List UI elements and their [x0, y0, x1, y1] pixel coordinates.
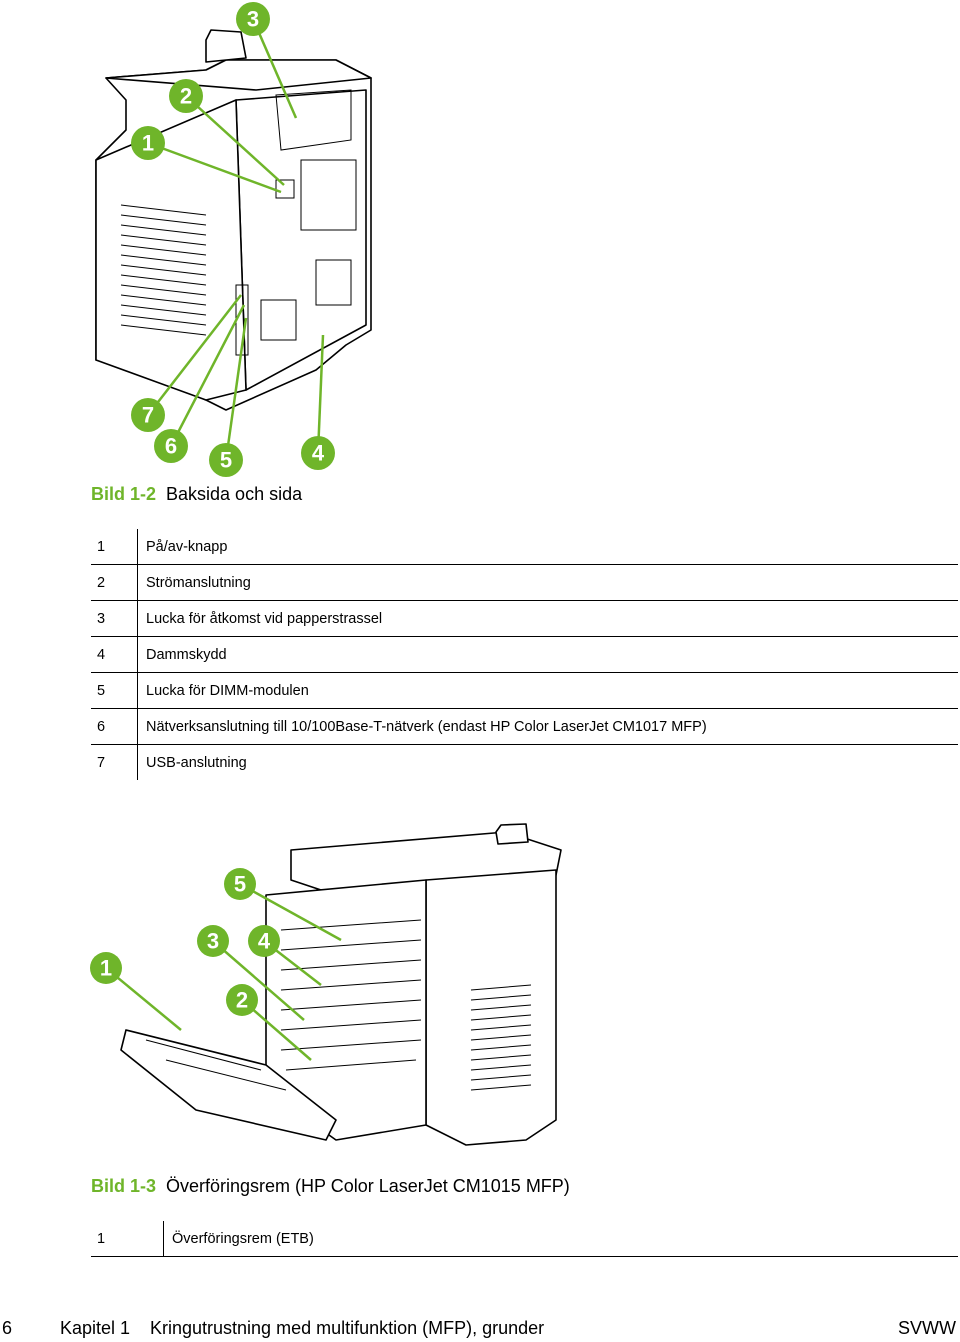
svg-text:4: 4 — [258, 929, 271, 954]
svg-text:2: 2 — [180, 84, 192, 109]
figure2-caption-label: Bild 1-3 — [91, 1176, 157, 1196]
legend-text: Dammskydd — [137, 636, 958, 673]
figure1-caption-label: Bild 1-2 — [91, 484, 157, 504]
figure1-caption: Bild 1-2 Baksida och sida — [91, 484, 302, 505]
svg-text:5: 5 — [234, 872, 246, 897]
svg-text:1: 1 — [142, 131, 154, 156]
callout-3: 3 — [197, 925, 229, 957]
legend-num: 6 — [91, 708, 138, 745]
callout-7: 7 — [131, 398, 165, 432]
legend-text: Strömanslutning — [137, 564, 958, 601]
page-number: 6 — [2, 1318, 13, 1338]
chapter-label: Kapitel 1 — [60, 1318, 131, 1338]
footer-right-label: SVWW — [898, 1318, 956, 1338]
legend-text: Lucka för åtkomst vid papperstrassel — [137, 600, 958, 637]
legend-text: Överföringsrem (ETB) — [163, 1221, 958, 1257]
svg-text:3: 3 — [247, 7, 259, 32]
chapter-title: Kringutrustning med multifunktion (MFP),… — [150, 1318, 545, 1338]
figure-rear-side-illustration: 1 2 3 4 5 6 7 — [95, 2, 372, 477]
legend-num: 1 — [91, 529, 138, 565]
svg-text:7: 7 — [142, 403, 154, 428]
callout-4: 4 — [301, 436, 335, 470]
svg-text:2: 2 — [236, 988, 248, 1013]
legend-num: 7 — [91, 744, 138, 780]
svg-text:1: 1 — [100, 956, 112, 981]
callout-1: 1 — [90, 952, 122, 984]
figure-transfer-belt-illustration: 1 2 3 4 5 — [90, 823, 562, 1146]
svg-text:6: 6 — [165, 434, 177, 459]
legend-text: På/av-knapp — [137, 529, 958, 565]
callout-4: 4 — [248, 925, 280, 957]
legend-num: 1 — [91, 1221, 164, 1257]
legend-num: 4 — [91, 636, 138, 673]
callout-3: 3 — [236, 2, 270, 36]
legend-num: 5 — [91, 672, 138, 709]
figure2-caption-text: Överföringsrem (HP Color LaserJet CM1015… — [166, 1176, 570, 1196]
legend-num: 3 — [91, 600, 138, 637]
svg-text:4: 4 — [312, 441, 325, 466]
svg-text:3: 3 — [207, 929, 219, 954]
legend-text: Lucka för DIMM-modulen — [137, 672, 958, 709]
callout-5: 5 — [209, 443, 243, 477]
callout-1: 1 — [131, 126, 165, 160]
legend-text: USB-anslutning — [146, 754, 247, 771]
svg-text:5: 5 — [220, 448, 232, 473]
callout-2: 2 — [169, 79, 203, 113]
legend-num: 2 — [91, 564, 138, 601]
table-row: 7 USB-anslutning — [91, 744, 958, 780]
callout-2: 2 — [226, 984, 258, 1016]
legend-text: Nätverksanslutning till 10/100Base-T-nät… — [137, 708, 958, 745]
figure1-caption-text: Baksida och sida — [166, 484, 303, 504]
callout-6: 6 — [154, 429, 188, 463]
callout-5: 5 — [224, 868, 256, 900]
figure2-caption: Bild 1-3 Överföringsrem (HP Color LaserJe… — [91, 1176, 570, 1197]
